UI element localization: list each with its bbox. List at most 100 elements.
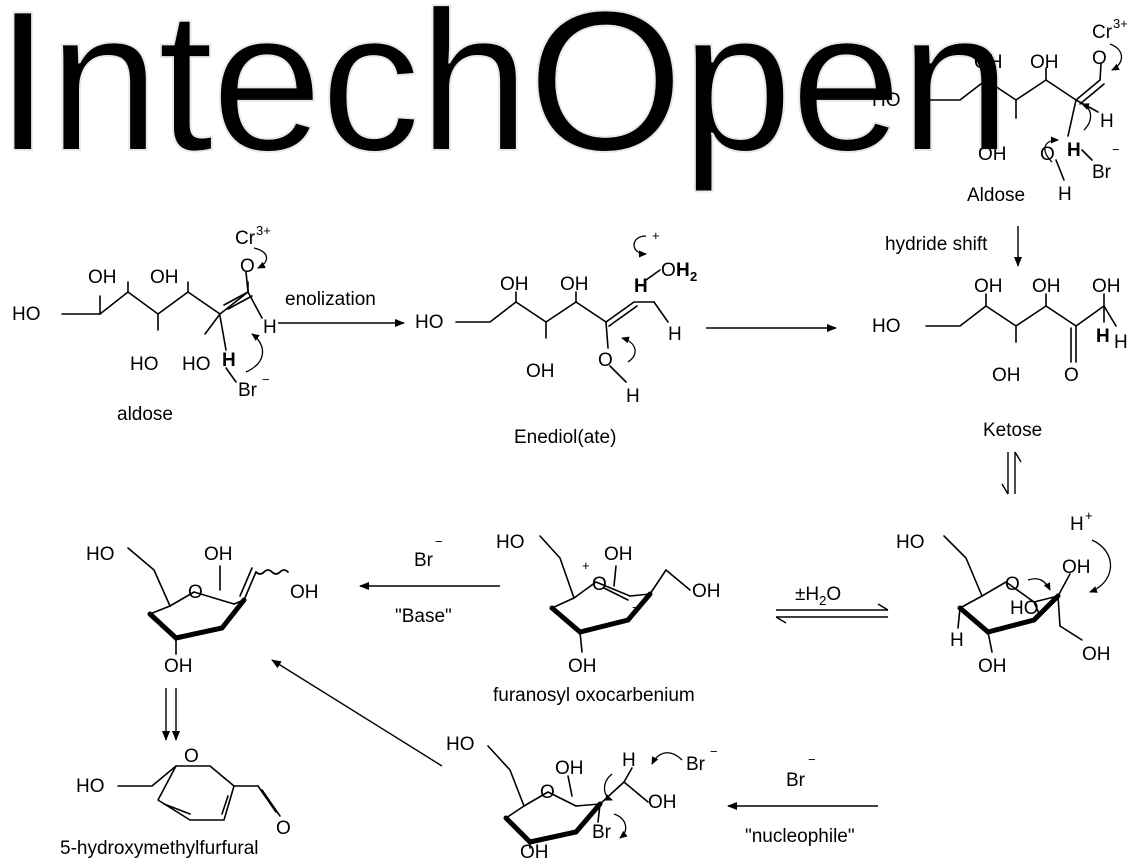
atom-OH: OH bbox=[88, 267, 117, 288]
atom-H: H bbox=[1100, 111, 1114, 132]
atom-OH: OH bbox=[204, 544, 233, 565]
atom-O: O bbox=[661, 260, 676, 281]
charge-minus: − bbox=[808, 752, 816, 767]
atom-O: O bbox=[598, 350, 613, 371]
atom-OH: OH bbox=[164, 656, 193, 677]
arrow-equilibrium-water bbox=[775, 603, 889, 624]
atom-OH: OH bbox=[560, 274, 589, 295]
atom-HO: HO bbox=[872, 316, 901, 337]
atom-OH: OH bbox=[526, 361, 555, 382]
atom-H-bold: H bbox=[222, 350, 236, 371]
charge-plus: + bbox=[1085, 508, 1093, 523]
atom-HO: HO bbox=[130, 354, 159, 375]
atom-H: H bbox=[263, 317, 277, 338]
atom-H: H bbox=[950, 630, 964, 651]
atom-HO: HO bbox=[76, 776, 105, 797]
label-hydride-shift: hydride shift bbox=[885, 234, 988, 255]
arrow-equilibrium-vertical bbox=[1001, 451, 1022, 495]
label-water: ±H2O bbox=[795, 584, 841, 608]
atom-HO: HO bbox=[896, 532, 925, 553]
atom-H: H bbox=[1114, 332, 1127, 353]
atom-H: H bbox=[668, 324, 682, 345]
atom-HO: HO bbox=[496, 532, 525, 553]
atom-OH: OH bbox=[568, 656, 597, 677]
arrow-diagonal bbox=[271, 659, 443, 767]
caption-aldose-right: Aldose bbox=[967, 185, 1025, 206]
subscript-2: 2 bbox=[690, 269, 697, 284]
caption-aldose: aldose bbox=[117, 404, 173, 425]
enol-furan-structure: HO O OH OH OH bbox=[86, 544, 319, 677]
atom-O: O bbox=[188, 582, 203, 603]
charge-3plus: 3+ bbox=[256, 223, 271, 238]
label-base: "Base" bbox=[395, 606, 452, 627]
atom-Cr: Cr bbox=[235, 228, 256, 249]
atom-OH: OH bbox=[290, 582, 319, 603]
atom-Br: Br bbox=[592, 822, 612, 843]
atom-OH: OH bbox=[648, 792, 677, 813]
atom-O: O bbox=[184, 746, 199, 767]
atom-H: H bbox=[622, 750, 636, 771]
enediol-structure: HO OH OH OH O H H H O H 2 + bbox=[415, 228, 697, 407]
watermark: IntechOpen bbox=[0, 0, 1009, 193]
caption-furanosyl: furanosyl oxocarbenium bbox=[493, 685, 695, 706]
atom-HO: HO bbox=[446, 734, 475, 755]
atom-HO: HO bbox=[182, 354, 211, 375]
atom-HO: HO bbox=[12, 304, 41, 325]
charge-minus: − bbox=[435, 534, 443, 549]
caption-enediol: Enediol(ate) bbox=[514, 427, 616, 448]
atom-H-bold: H bbox=[634, 276, 648, 297]
charge-minus: − bbox=[262, 372, 270, 387]
atom-HO: HO bbox=[86, 544, 115, 565]
atom-H-bold: H bbox=[676, 260, 690, 281]
atom-OH: OH bbox=[974, 276, 1003, 297]
atom-O: O bbox=[592, 574, 607, 595]
atom-OH: OH bbox=[978, 144, 1007, 165]
atom-H-bold: H bbox=[1067, 140, 1081, 161]
atom-H: H bbox=[626, 386, 640, 407]
atom-OH: OH bbox=[1062, 557, 1091, 578]
charge-minus: − bbox=[1112, 142, 1120, 157]
atom-H: H bbox=[1070, 514, 1084, 535]
arrow-multistep bbox=[162, 688, 180, 741]
charge-minus: − bbox=[710, 744, 718, 759]
atom-H: H bbox=[1058, 184, 1072, 205]
atom-OH: OH bbox=[974, 52, 1003, 73]
caption-hmf: 5-hydroxymethylfurfural bbox=[60, 838, 259, 858]
atom-HO: HO bbox=[872, 90, 901, 111]
atom-O: O bbox=[240, 256, 255, 277]
atom-OH: OH bbox=[1082, 644, 1111, 665]
atom-Br: Br bbox=[1092, 162, 1112, 183]
charge-3plus: 3+ bbox=[1113, 16, 1127, 31]
atom-O: O bbox=[1040, 144, 1055, 165]
charge-plus: + bbox=[582, 558, 590, 573]
oxocarbenium-structure: HO O + OH − OH OH bbox=[496, 532, 721, 677]
atom-Br: Br bbox=[686, 754, 706, 775]
fructofuranose-structure: HO O OH HO H OH OH H + bbox=[896, 508, 1112, 677]
ketose-structure: HO OH OH OH OH O H H bbox=[872, 276, 1127, 386]
atom-OH: OH bbox=[500, 274, 529, 295]
atom-O: O bbox=[540, 782, 555, 803]
atom-O: O bbox=[1092, 48, 1107, 69]
bromide-intermediate-structure: HO O OH H OH Br OH Br − bbox=[446, 734, 718, 858]
caption-ketose: Ketose bbox=[983, 420, 1042, 441]
atom-HO: HO bbox=[415, 312, 444, 333]
atom-OH: OH bbox=[1030, 52, 1059, 73]
atom-OH: OH bbox=[150, 267, 179, 288]
atom-OH: OH bbox=[692, 581, 721, 602]
atom-HO: HO bbox=[1010, 598, 1039, 619]
label-enolization: enolization bbox=[285, 289, 376, 310]
reagent-Br: Br bbox=[786, 770, 806, 791]
label-nucleophile: "nucleophile" bbox=[745, 826, 855, 847]
atom-O: O bbox=[1005, 574, 1020, 595]
hmf-structure: HO O O bbox=[76, 746, 291, 839]
atom-H-bold: H bbox=[1096, 326, 1110, 347]
charge-plus: + bbox=[652, 228, 660, 243]
charge-minus: − bbox=[632, 600, 640, 615]
aldose-left-structure: HO OH OH HO HO O Cr 3+ H H Br − bbox=[12, 223, 277, 401]
atom-OH: OH bbox=[1092, 276, 1121, 297]
atom-Cr: Cr bbox=[1092, 22, 1113, 43]
atom-OH: OH bbox=[1032, 276, 1061, 297]
reagent-Br: Br bbox=[414, 550, 434, 571]
atom-O: O bbox=[276, 818, 291, 839]
atom-O: O bbox=[1064, 365, 1079, 386]
